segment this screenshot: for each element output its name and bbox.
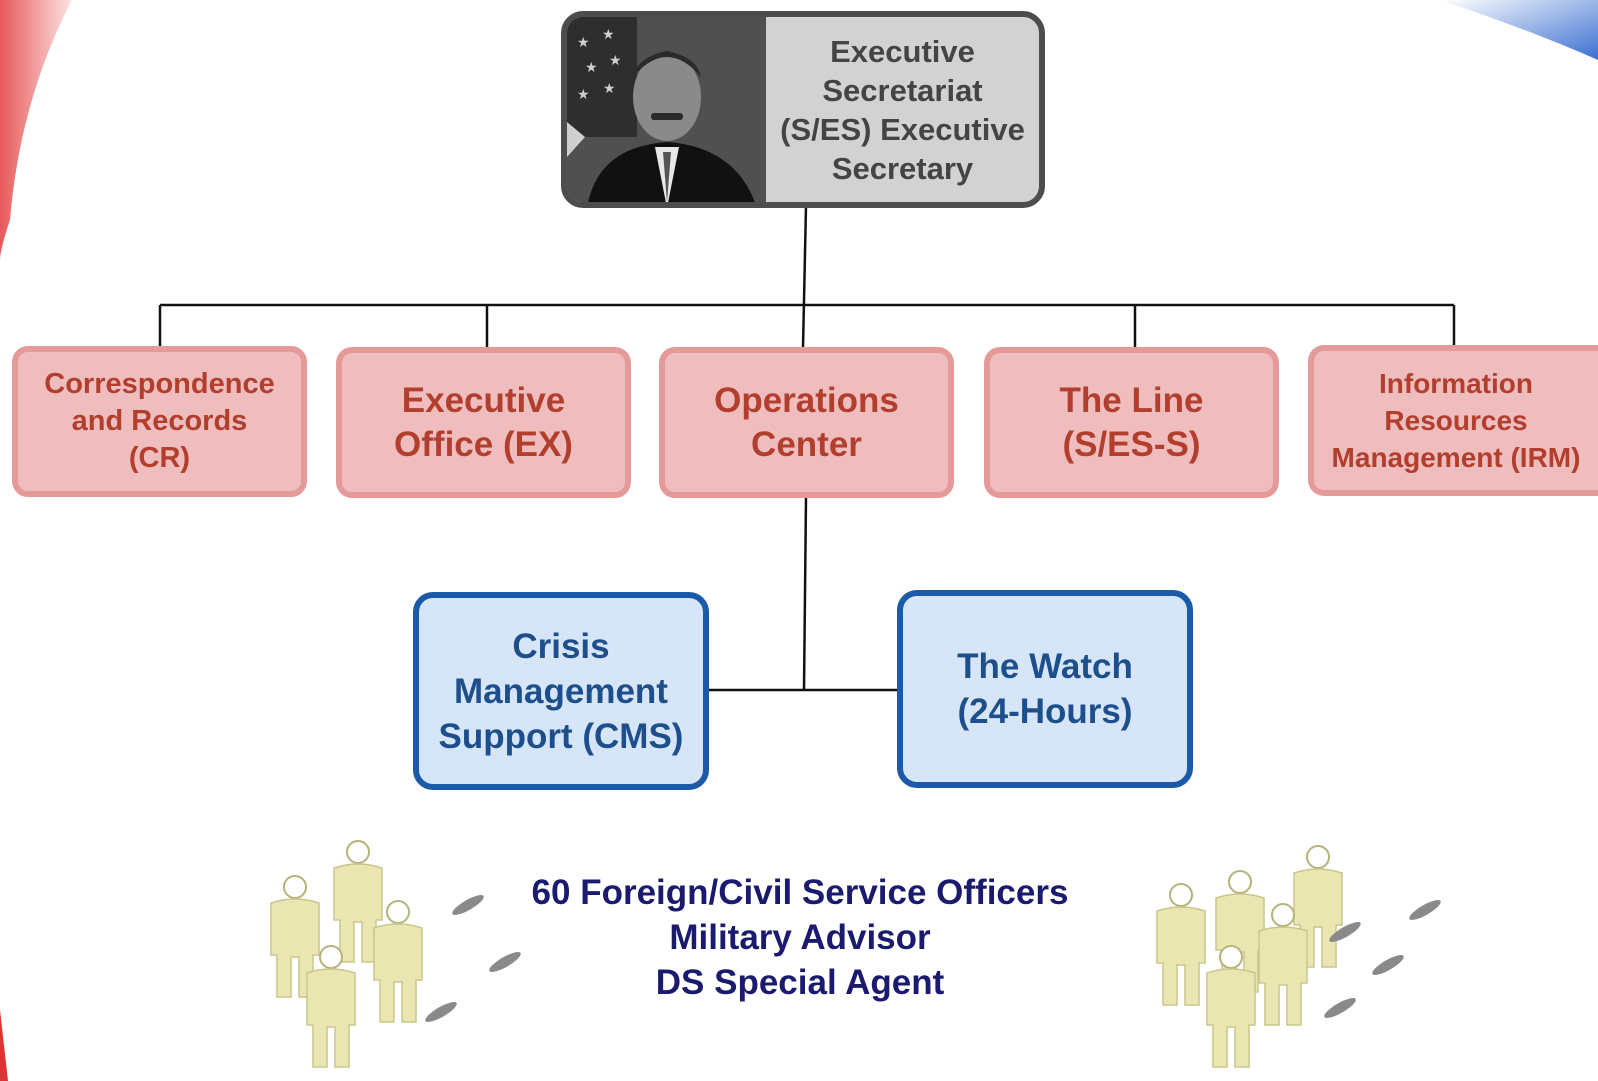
staff-line: DS Special Agent (655, 963, 945, 1002)
people-group-right (1156, 845, 1444, 1068)
office-label-line: Operations (714, 380, 899, 420)
executive-title-line: Secretariat (822, 72, 983, 108)
unit-the-watch: The Watch (24-Hours) (897, 590, 1193, 788)
svg-text:★: ★ (577, 34, 590, 50)
executive-portrait: ★ ★ ★ ★ ★ ★ (567, 17, 766, 202)
office-label-line: (S/ES-S) (1062, 424, 1201, 464)
office-label-line: The Line (1059, 380, 1204, 420)
staff-line: Military Advisor (669, 918, 931, 957)
left-swoosh (0, 0, 72, 260)
unit-label-line: Support (CMS) (438, 716, 684, 756)
office-correspondence-records: Correspondence and Records (CR) (12, 346, 307, 497)
office-label-line: Information (1379, 368, 1533, 399)
executive-title: Executive Secretariat (S/ES) Executive S… (766, 17, 1039, 202)
right-swoosh (1440, 0, 1598, 60)
unit-label-line: Crisis (512, 626, 610, 666)
executive-secretary-box: ★ ★ ★ ★ ★ ★ Executive Secretariat (S/ES) Ex… (561, 11, 1045, 208)
office-operations-center: Operations Center (659, 347, 954, 498)
office-label-line: Management (IRM) (1331, 442, 1581, 473)
executive-title-line: Executive (830, 33, 975, 69)
unit-label-line: Management (454, 671, 668, 711)
svg-text:★: ★ (577, 86, 590, 102)
portrait-image: ★ ★ ★ ★ ★ ★ (567, 17, 766, 202)
office-label-line: (CR) (128, 442, 191, 474)
office-the-line: The Line (S/ES-S) (984, 347, 1279, 498)
svg-text:★: ★ (602, 26, 615, 42)
office-label-line: Resources (1384, 405, 1528, 436)
office-label-line: Center (751, 424, 862, 464)
svg-text:★: ★ (603, 80, 616, 96)
unit-label-line: The Watch (957, 647, 1133, 686)
staff-summary: 60 Foreign/Civil Service Officers Milita… (420, 870, 1180, 1005)
office-executive-office: Executive Office (EX) (336, 347, 631, 498)
office-label-line: and Records (71, 405, 248, 437)
people-group-left (270, 840, 524, 1068)
staff-line: 60 Foreign/Civil Service Officers (531, 873, 1069, 912)
unit-label-line: (24-Hours) (957, 692, 1133, 731)
left-bottom-swoosh (0, 1010, 8, 1081)
office-label-line: Executive (401, 380, 566, 420)
svg-text:★: ★ (585, 59, 598, 75)
office-label-line: Correspondence (44, 368, 275, 400)
executive-title-line: (S/ES) Executive (780, 111, 1025, 147)
office-information-resources-management: Information Resources Management (IRM) (1308, 345, 1598, 496)
executive-title-line: Secretary (831, 150, 974, 186)
office-label-line: Office (EX) (394, 424, 573, 464)
svg-text:★: ★ (609, 52, 622, 68)
unit-crisis-management-support: Crisis Management Support (CMS) (413, 592, 709, 790)
